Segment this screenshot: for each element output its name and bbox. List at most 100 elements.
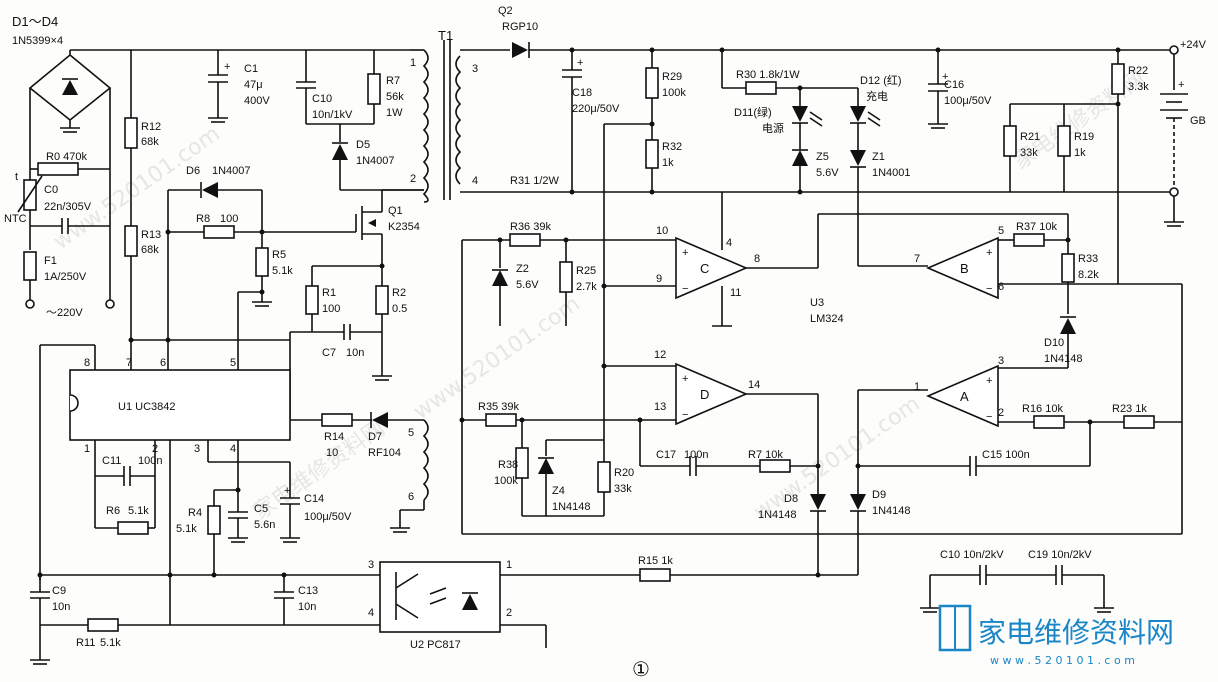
t1-pin5-text: 5 — [408, 427, 414, 439]
ntc-mark-text: t — [15, 171, 18, 183]
schematic-element: C19 10n/2kV — [1028, 549, 1092, 561]
r37-name-text: R37 — [1016, 221, 1036, 233]
c16-name-text: C16 — [944, 79, 964, 91]
opamp-a — [925, 364, 999, 428]
schematic-element: R35 39k — [478, 401, 519, 413]
r13-name-text: R13 — [141, 229, 161, 241]
schematic-element: + — [1178, 79, 1184, 91]
r30-name-text: R30 — [736, 69, 756, 81]
resistor-r25 — [559, 261, 573, 293]
wire — [867, 117, 881, 127]
c10a-value-text: 10n/1kV — [312, 109, 353, 121]
r16-value-text: 10k — [1045, 403, 1063, 415]
opC-pins-0-text: 10 — [656, 225, 668, 237]
resistor-r13 — [124, 225, 138, 257]
schematic-element: R31 1/2W — [510, 175, 560, 187]
r6-name-text: R6 — [106, 505, 120, 517]
opA-name-text: A — [960, 389, 969, 404]
z1-name-text: Z1 — [872, 151, 885, 163]
r35-value-text: 39k — [501, 401, 519, 413]
r25-name-text: R25 — [576, 265, 596, 277]
u1-pins-1-text: 7 — [126, 357, 132, 369]
c13-name-text: C13 — [298, 585, 318, 597]
resistor-r1 — [305, 285, 319, 315]
d5-name-text: D5 — [356, 139, 370, 151]
f1-name-text: F1 — [44, 255, 57, 267]
junction-dot — [165, 337, 171, 343]
r38-name-text: R38 — [498, 459, 518, 471]
u1-pins-4-text: 1 — [84, 443, 90, 455]
r15-value-text: 1k — [661, 555, 673, 567]
c0-value-text: 22n/305V — [44, 201, 92, 213]
ac-input-label: ～220V — [46, 307, 83, 319]
schematic-element: C10 10n/2kV — [940, 549, 1004, 561]
schematic-element: − — [682, 409, 688, 421]
r20-name-text: R20 — [614, 467, 634, 479]
d8-name-text: D8 — [784, 493, 798, 505]
r1-name-text: R1 — [322, 287, 336, 299]
t1-pin6-text: 6 — [408, 491, 414, 503]
r2-name-text: R2 — [392, 287, 406, 299]
c7-value-text: 10n — [346, 347, 364, 359]
schematic-element: + — [682, 247, 688, 259]
schematic-element: − — [986, 411, 992, 423]
zener-z5 — [792, 150, 808, 166]
c1-value-text: 47μ — [244, 79, 263, 91]
c0-name-text: C0 — [44, 184, 58, 196]
opD-name-text: D — [700, 387, 709, 402]
c15-value-text: 100n — [1005, 449, 1029, 461]
r14-name-text: R14 — [324, 431, 344, 443]
c18-value-text: 220μ/50V — [572, 103, 620, 115]
r5-name-text: R5 — [272, 249, 286, 261]
r6-value-text: 5.1k — [128, 505, 149, 517]
ic-u1-uc3842 — [69, 369, 291, 441]
r0-value-text: 470k — [63, 151, 87, 163]
junction-dot — [459, 417, 465, 423]
schematic-element: + — [986, 375, 992, 387]
c1-voltage-text: 400V — [244, 95, 270, 107]
r30-value-text: 1.8k/1W — [759, 69, 800, 81]
t1-pin3-text: 3 — [472, 63, 478, 75]
opC-name-text: C — [700, 261, 709, 276]
c16-value-text: 100μ/50V — [944, 95, 992, 107]
c11-name-text: C11 — [102, 455, 121, 467]
z2-name-text: Z2 — [516, 263, 529, 275]
r4-value-text: 5.1k — [176, 523, 197, 535]
logo-brand: 家电维修资料网 — [978, 616, 1174, 649]
opC-pins-1-text: 9 — [656, 273, 662, 285]
opA-pins-0-text: 3 — [998, 355, 1004, 367]
opamp-b — [925, 236, 999, 300]
wire — [429, 587, 447, 595]
junction-dot — [815, 463, 821, 469]
u1-label: U1 UC3842 — [118, 401, 175, 413]
d6-part-text: 1N4007 — [212, 165, 251, 177]
c19-name-text: C19 — [1028, 549, 1048, 561]
z5-name-text: Z5 — [816, 151, 829, 163]
r7a-value-text: 56k — [386, 91, 404, 103]
d9-name-text: D9 — [872, 489, 886, 501]
schematic-element: + — [682, 373, 688, 385]
r7b-value-text: 10k — [765, 449, 783, 461]
diode-d8 — [810, 494, 826, 510]
r33-value-text: 8.2k — [1078, 269, 1099, 281]
d10-part-text: 1N4148 — [1044, 353, 1083, 365]
t1-pin4-text: 4 — [472, 175, 478, 187]
r15-name-text: R15 — [638, 555, 658, 567]
d7-name-text: D7 — [368, 431, 382, 443]
r19-value-text: 1k — [1074, 147, 1086, 159]
schematic-element: R7 10k — [748, 449, 783, 461]
r4-name-text: R4 — [188, 507, 202, 519]
resistor-r32 — [645, 139, 659, 169]
u2-pins-3-text: 2 — [506, 607, 512, 619]
brand-logo: 家电维修资料网 w w w . 5 2 0 1 0 1 . c o m — [938, 604, 1174, 667]
resistor-r7b — [759, 459, 791, 473]
schematic-element: R30 1.8k/1W — [736, 69, 800, 81]
z4-name-text: Z4 — [552, 485, 565, 497]
bridge-diode-symbol — [62, 80, 78, 95]
resistor-r8 — [203, 225, 235, 239]
resistor-r37 — [1013, 233, 1045, 247]
wire — [809, 111, 823, 121]
t1-pin1-text: 1 — [410, 57, 416, 69]
opD-pins-1-text: 13 — [654, 401, 666, 413]
